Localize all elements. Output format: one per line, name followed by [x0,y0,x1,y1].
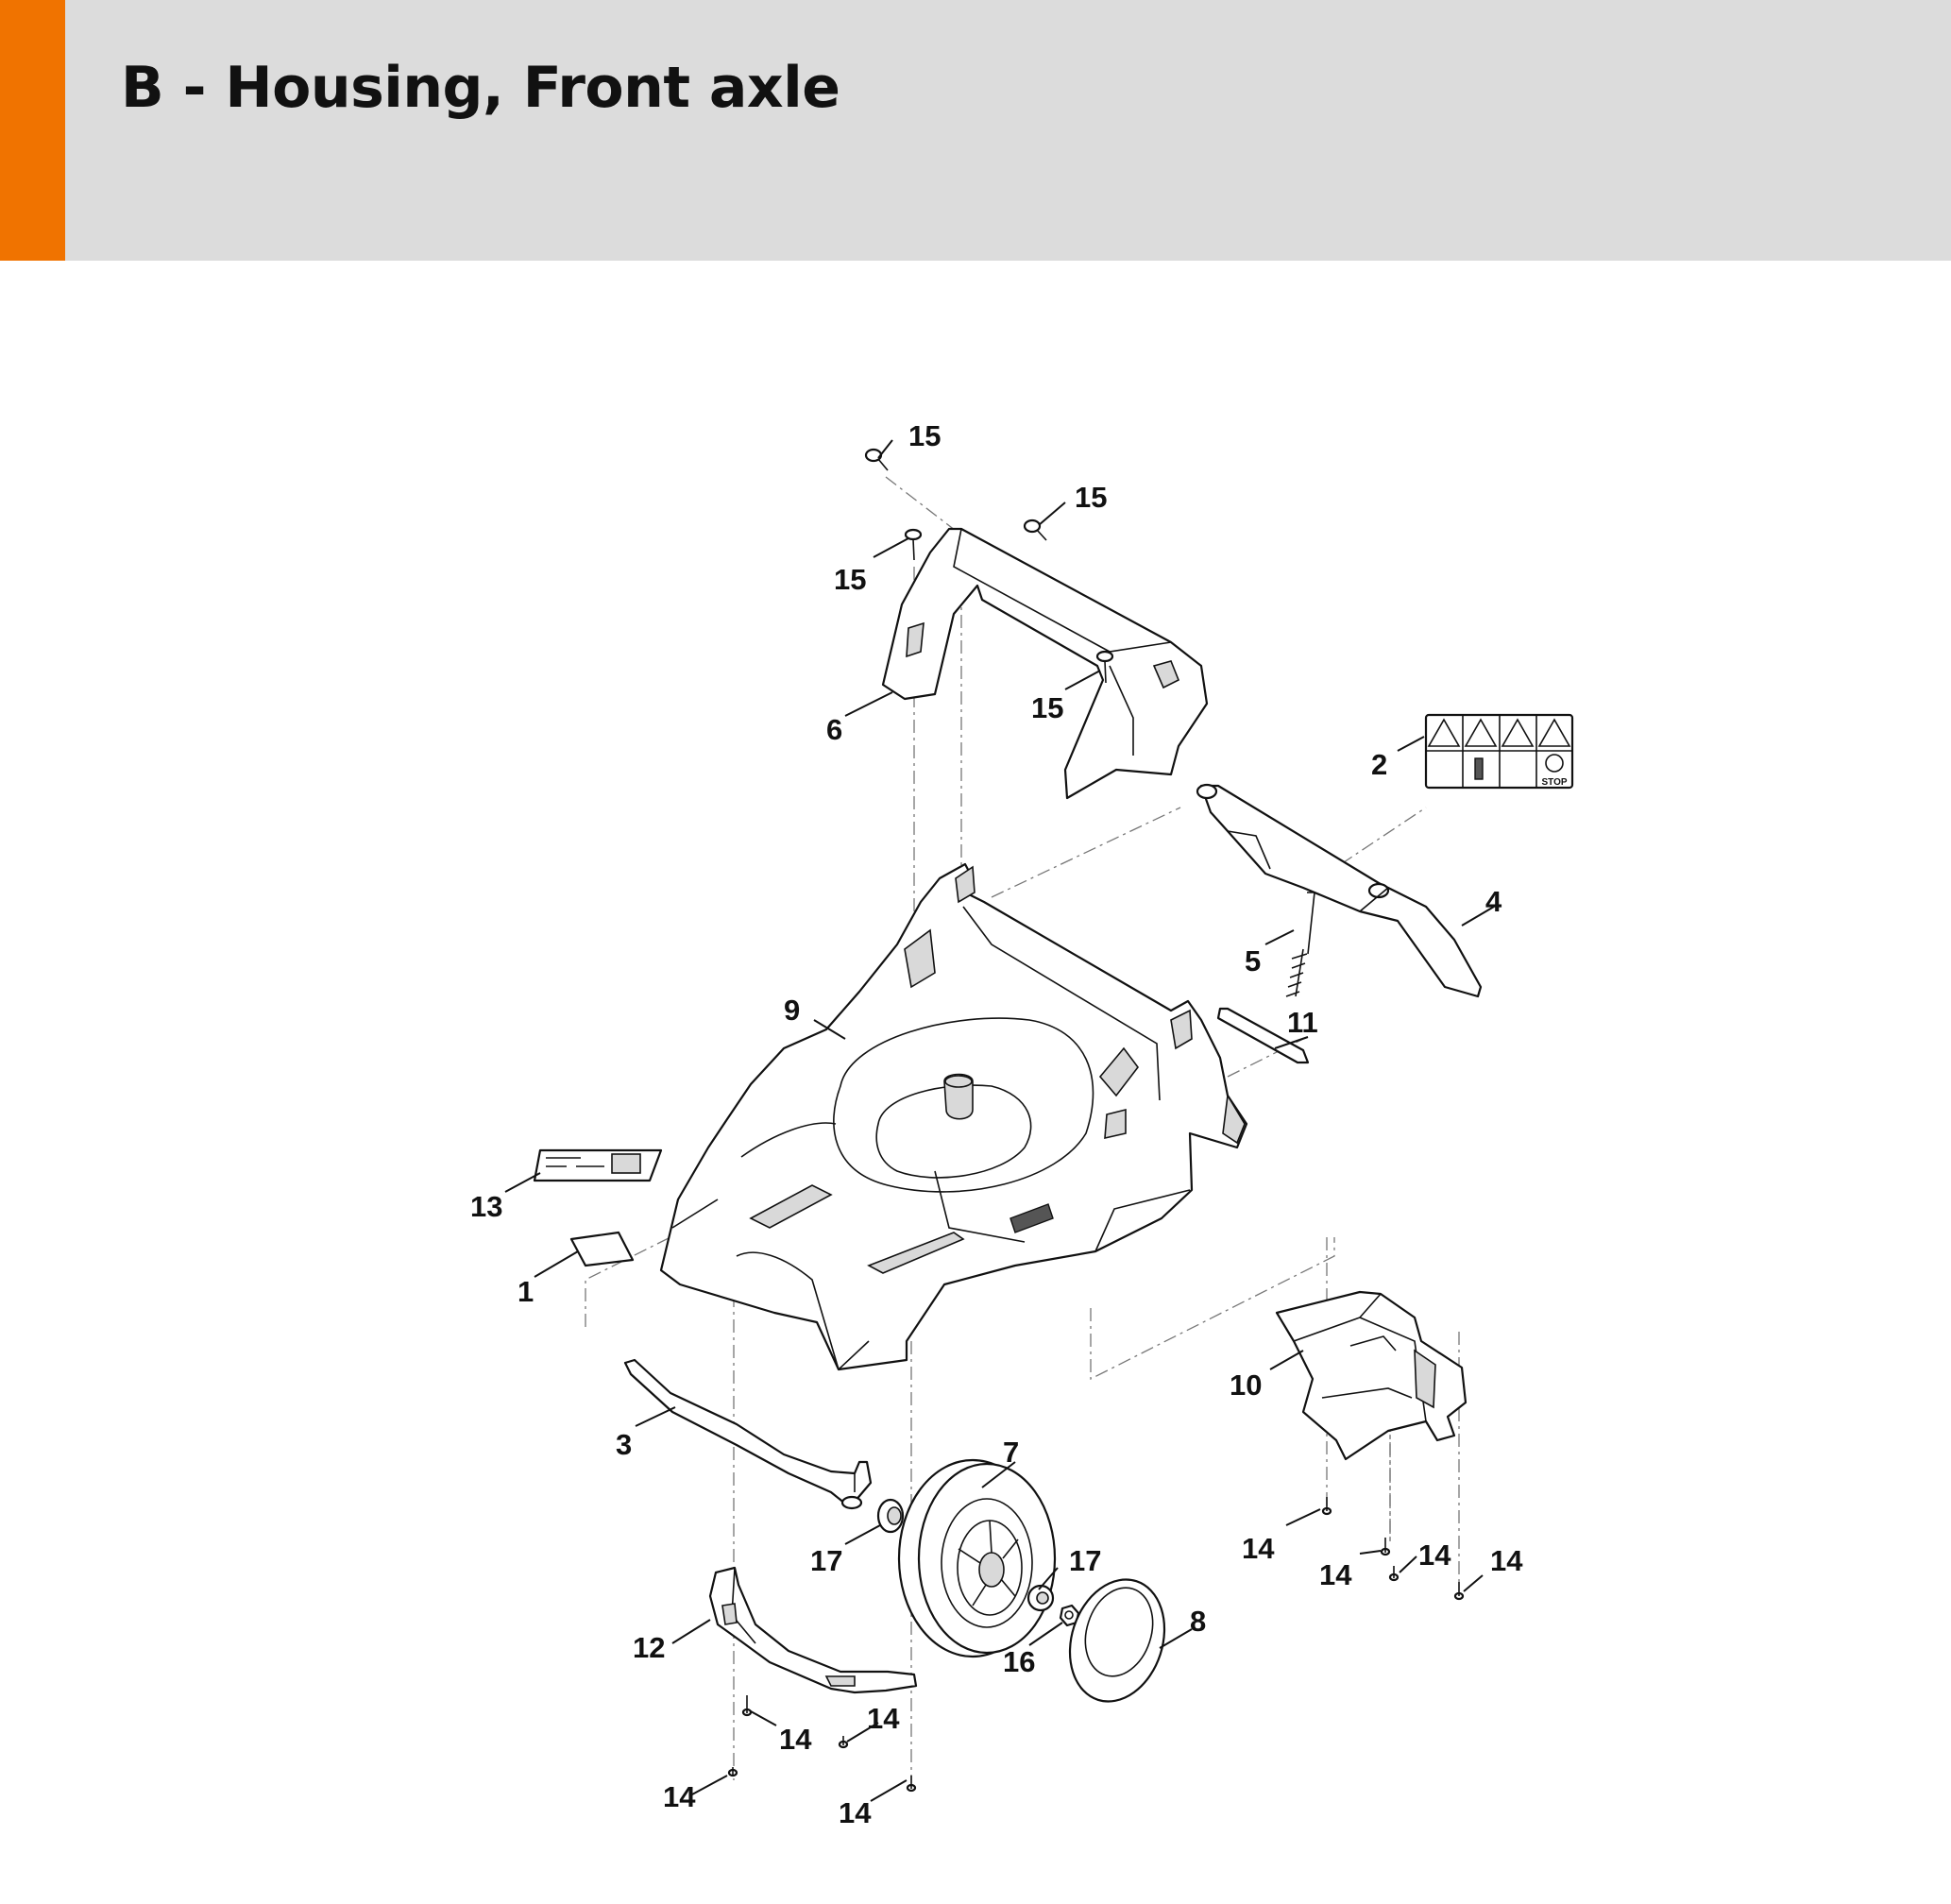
callout-14-g: 14 [1418,1538,1451,1572]
callout-3: 3 [616,1428,632,1461]
page-title: B - Housing, Front axle [121,55,840,121]
callout-7: 7 [1003,1436,1019,1469]
front-axle [623,1358,873,1510]
rear-cover [1196,783,1483,998]
accent-bar [0,0,65,261]
callout-14-a: 14 [663,1780,696,1813]
callout-labels: 15 15 15 15 6 2 4 5 9 11 13 1 10 3 7 17 … [470,419,1523,1829]
callout-14-f: 14 [1319,1558,1352,1591]
callout-8: 8 [1190,1605,1206,1638]
screw-14a [727,1767,738,1777]
screw-14g [1388,1566,1400,1582]
screw-15c [904,528,923,561]
callout-6: 6 [826,713,842,746]
callout-15-right: 15 [1075,481,1107,514]
callout-13: 13 [470,1190,502,1223]
callout-10: 10 [1230,1368,1262,1402]
screw-14c [838,1736,849,1749]
screw-15a [864,448,889,471]
screw-14b [741,1695,753,1717]
screw-15d [1095,650,1114,684]
callout-5: 5 [1245,944,1261,978]
callout-15-left: 15 [834,563,866,596]
wheel [897,1458,1057,1658]
callout-12: 12 [633,1631,665,1664]
callout-15-lower: 15 [1031,691,1063,724]
screw-14e [1321,1497,1332,1516]
callout-16: 16 [1003,1645,1035,1678]
hex-nut [1059,1604,1080,1627]
screw-14d [906,1776,917,1793]
screw-14f [1380,1538,1391,1556]
leader-lines [504,439,1495,1802]
front-handle-bar [881,527,1209,800]
callout-9: 9 [784,994,800,1027]
wheel-bearing-left [876,1498,905,1534]
warning-decal: STOP [1424,713,1574,790]
callout-17-right: 17 [1069,1544,1101,1577]
callout-2: 2 [1371,748,1387,781]
callout-14-d: 14 [839,1796,872,1829]
front-bracket [708,1566,918,1694]
small-label [569,1231,635,1267]
wheel-bearing-right [1026,1584,1055,1612]
callout-15-top: 15 [908,419,941,452]
header-band [0,0,1951,261]
callout-14-c: 14 [867,1702,900,1735]
stop-label: STOP [1541,777,1567,788]
callout-14-e: 14 [1242,1532,1275,1565]
hub-cap [1068,1578,1166,1703]
callout-4: 4 [1485,885,1502,918]
callout-1: 1 [517,1275,534,1308]
screw-14h [1453,1582,1465,1601]
rating-plate [533,1148,663,1182]
callout-14-h: 14 [1490,1544,1523,1577]
bracket-strip [1216,1007,1310,1064]
callout-14-b: 14 [779,1723,812,1756]
mower-housing [659,862,1248,1371]
torsion-spring [1285,892,1315,997]
callout-17-left: 17 [810,1544,842,1577]
screw-15b [1023,518,1047,541]
rear-deflector [1275,1290,1467,1461]
callout-11: 11 [1287,1006,1318,1039]
